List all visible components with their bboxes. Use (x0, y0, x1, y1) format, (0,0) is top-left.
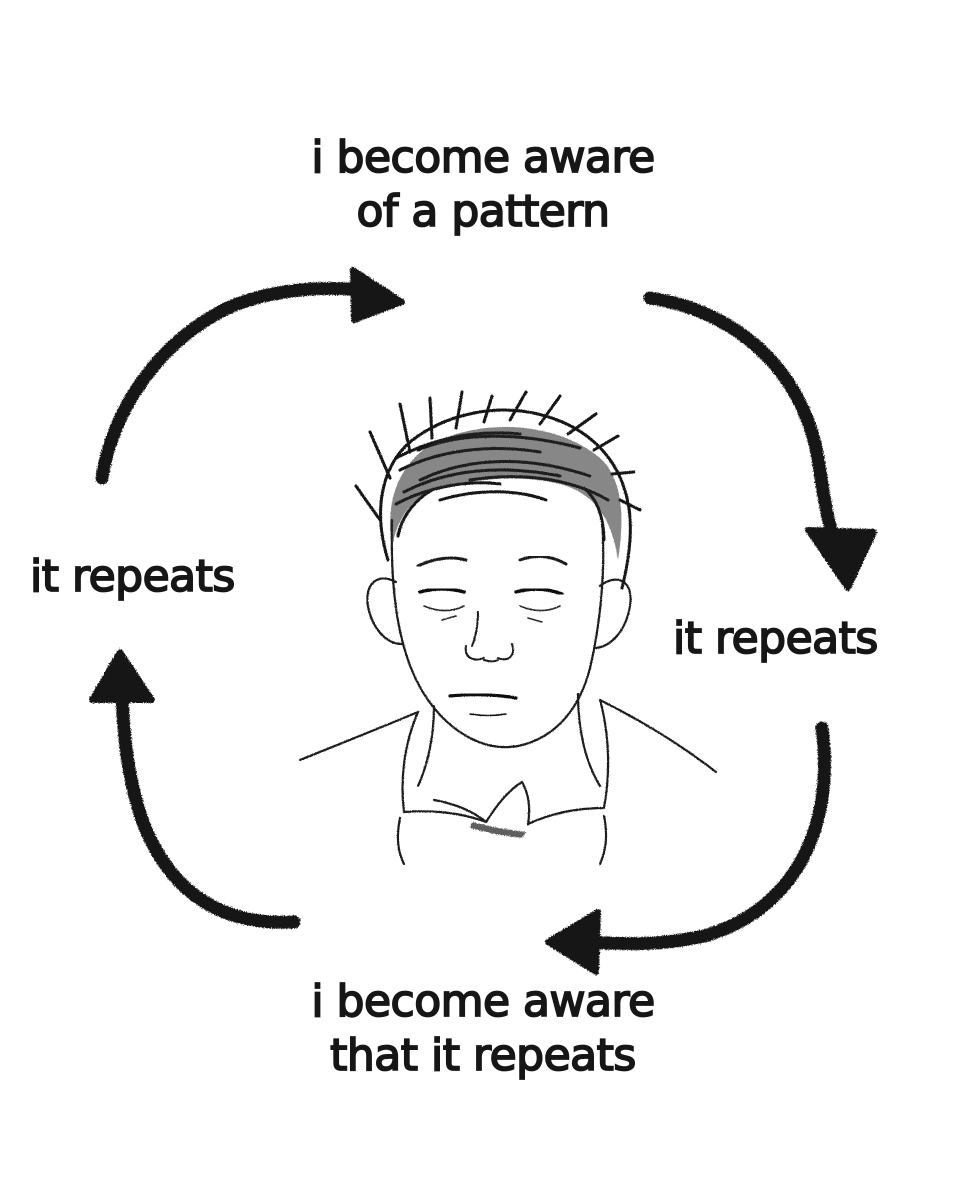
mouth (448, 693, 518, 717)
right-cycle-label: it repeats (672, 612, 879, 666)
eye-bags (423, 605, 561, 623)
bottom-cycle-label: i become aware that it repeats (0, 975, 960, 1082)
tired-man-portrait (298, 390, 718, 866)
arrow-bottom-right (545, 721, 831, 975)
bottom-label-line-2: that it repeats (329, 1029, 637, 1082)
shirt-collar (298, 698, 718, 866)
top-label-line-1: i become aware (310, 131, 656, 184)
left-cycle-label: it repeats (29, 550, 236, 604)
eyes (418, 587, 564, 596)
nose (464, 611, 514, 663)
cycle-arrows (89, 267, 877, 975)
bottom-label-line-1: i become aware (310, 975, 656, 1028)
top-label-line-2: of a pattern (356, 185, 611, 238)
arrow-top-left (95, 267, 405, 485)
arrow-top-right (643, 291, 877, 591)
hair-shading (390, 427, 622, 560)
right-label-text: it repeats (672, 612, 879, 665)
collar-shadow (470, 822, 526, 838)
arrow-bottom-left (89, 649, 301, 929)
eyebrows (416, 555, 568, 568)
top-cycle-label: i become aware of a pattern (0, 131, 960, 238)
face-outline (366, 518, 632, 788)
left-label-text: it repeats (29, 550, 236, 603)
